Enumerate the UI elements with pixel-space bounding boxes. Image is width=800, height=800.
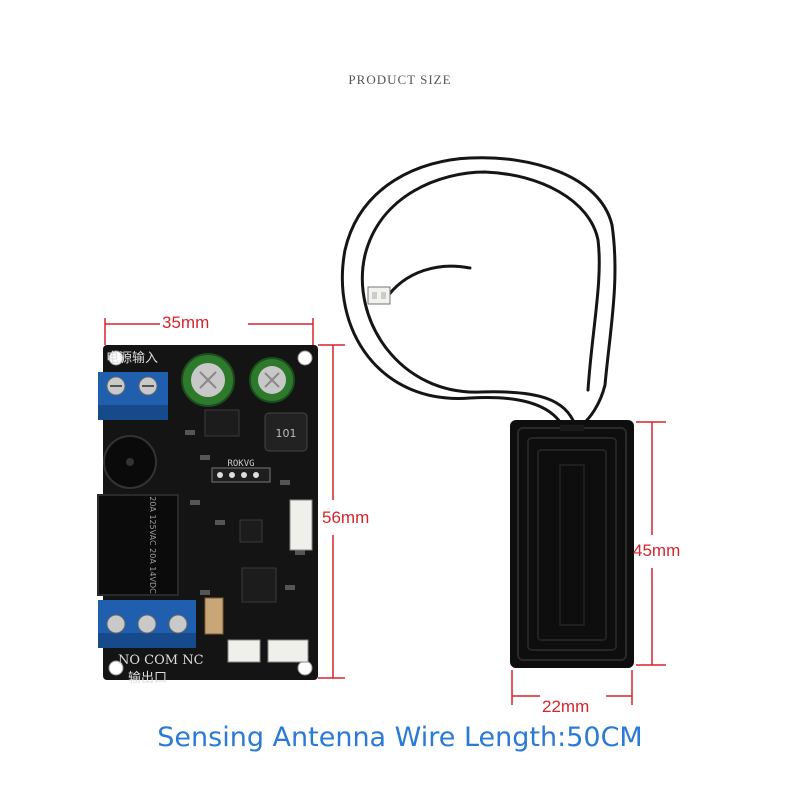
antenna-height-label: 45mm xyxy=(633,541,681,560)
side-connector xyxy=(289,499,313,551)
inductor-code: 101 xyxy=(276,427,297,440)
wire-length-caption: Sensing Antenna Wire Length:50CM xyxy=(157,722,643,753)
pin-header: ROKVG xyxy=(211,459,271,483)
capacitor-2 xyxy=(249,357,295,403)
inductor: 101 xyxy=(264,412,308,452)
buzzer xyxy=(103,435,157,489)
pin-header-label: ROKVG xyxy=(227,459,254,469)
ic-chip xyxy=(204,409,277,603)
output-port-label: 输出口 xyxy=(128,670,167,686)
cable-connector xyxy=(367,286,391,305)
tact-button xyxy=(204,597,224,635)
dimension-lines xyxy=(104,318,666,705)
relay-rating: 20A 125VAC 20A 14VDC xyxy=(148,496,157,594)
board-height-label: 56mm xyxy=(322,508,370,527)
board-width-label: 35mm xyxy=(162,313,210,332)
relay-terminal-block xyxy=(98,600,196,648)
antenna-width-label: 22mm xyxy=(542,697,590,716)
antenna-cable xyxy=(340,156,617,427)
power-input-label: 电源输入 xyxy=(106,350,158,366)
bottom-connectors xyxy=(227,639,309,663)
relay: 20A 125VAC 20A 14VDC xyxy=(97,494,179,596)
capacitor-1 xyxy=(181,353,235,407)
relay-terminal-label: NO COM NC xyxy=(118,653,204,668)
power-terminal-block xyxy=(98,372,168,420)
page-title: PRODUCT SIZE xyxy=(348,72,452,87)
antenna-pad xyxy=(510,420,634,668)
smd-components xyxy=(185,430,305,595)
